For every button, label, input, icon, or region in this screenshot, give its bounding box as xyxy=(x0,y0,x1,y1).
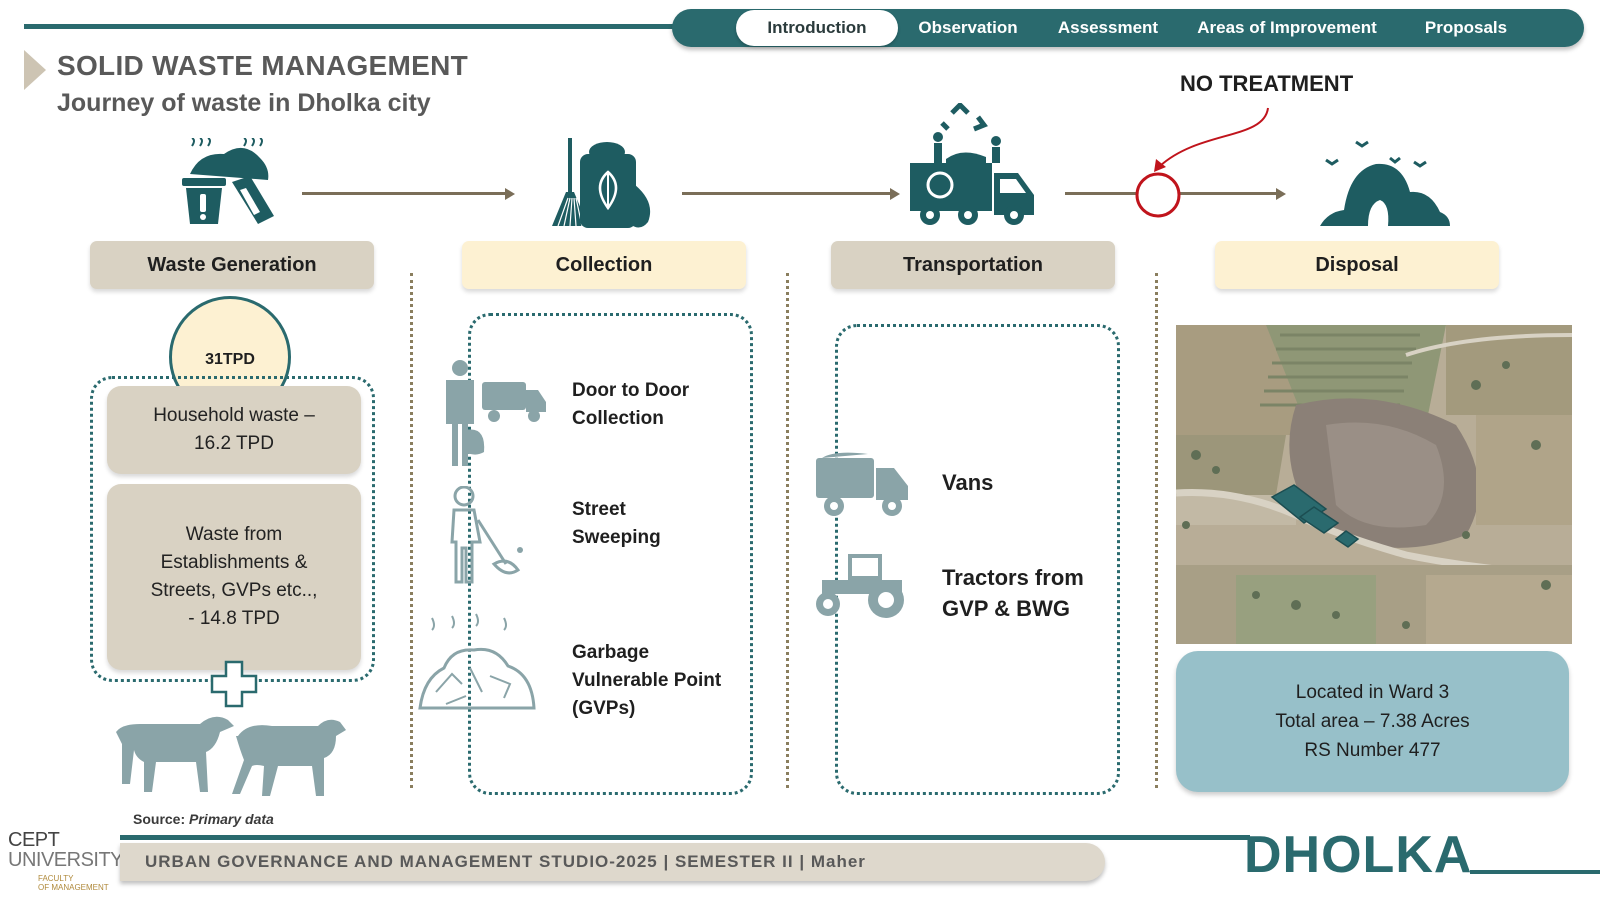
establishment-waste-line-1: Waste from xyxy=(185,524,283,545)
household-waste-value: 16.2 TPD xyxy=(194,433,274,454)
establishment-waste-line-2: Establishments & xyxy=(160,552,308,573)
landfill-birds-icon xyxy=(1320,140,1450,226)
section-nav: Introduction Observation Assessment Area… xyxy=(672,9,1584,47)
stage-waste-generation: Waste Generation xyxy=(90,241,374,289)
landfill-site-aerial-image xyxy=(1176,325,1572,644)
total-waste-value: 31TPD xyxy=(205,351,255,368)
source-value: Primary data xyxy=(189,811,274,827)
column-divider-1 xyxy=(410,273,413,788)
disposal-rs-number: RS Number 477 xyxy=(1304,740,1441,761)
stage-transportation: Transportation xyxy=(831,241,1115,289)
tab-observation[interactable]: Observation xyxy=(918,18,1018,37)
footer-studio-banner: URBAN GOVERNANCE AND MANAGEMENT STUDIO-2… xyxy=(120,843,1105,881)
no-treatment-label: NO TREATMENT xyxy=(1180,71,1354,96)
disposal-ward: Located in Ward 3 xyxy=(1295,682,1450,703)
vans-label: Vans xyxy=(942,470,994,495)
cept-university-logo: CEPT UNIVERSITY FACULTY OF MANAGEMENT xyxy=(8,829,124,892)
tractors-label: Tractors from GVP & BWG xyxy=(942,565,1084,621)
footer-right-line xyxy=(1470,870,1600,874)
tractor-icon xyxy=(816,554,904,618)
stage-collection: Collection xyxy=(462,241,746,289)
arrow-collection-to-transportation xyxy=(682,188,900,200)
establishment-waste-value: - 14.8 TPD xyxy=(188,608,280,629)
establishment-waste-card: Waste from Establishments & Streets, GVP… xyxy=(107,484,361,670)
collection-box xyxy=(468,313,753,795)
source-label: Source: xyxy=(133,811,186,827)
van-icon xyxy=(816,452,908,516)
page-subtitle: Journey of waste in Dholka city xyxy=(57,89,431,117)
source-note: Source: Primary data xyxy=(133,811,274,827)
establishment-waste-line-3: Streets, GVPs etc.., xyxy=(150,580,318,601)
cattle-icon xyxy=(116,716,346,796)
transportation-box xyxy=(835,324,1120,795)
arrow-generation-to-collection xyxy=(302,188,515,200)
stage-disposal: Disposal xyxy=(1215,241,1499,289)
waste-bin-icon xyxy=(182,138,274,224)
collection-broom-bag-icon xyxy=(552,138,651,228)
plus-icon xyxy=(210,660,258,708)
top-divider-line xyxy=(24,24,684,29)
tab-introduction[interactable]: Introduction xyxy=(736,10,898,46)
title-arrow-icon xyxy=(24,50,46,90)
city-name: DHOLKA xyxy=(1244,826,1473,884)
no-treatment-pointer-icon xyxy=(1154,107,1269,172)
disposal-info-box: Located in Ward 3 Total area – 7.38 Acre… xyxy=(1176,651,1569,792)
household-waste-card: Household waste – 16.2 TPD xyxy=(107,386,361,474)
no-treatment-circle-marker xyxy=(1135,172,1181,218)
gvp-label: Garbage Vulnerable Point (GVPs) xyxy=(572,642,722,719)
door-to-door-worker-icon xyxy=(446,360,546,466)
street-sweeping-icon xyxy=(450,486,523,584)
disposal-area: Total area – 7.38 Acres xyxy=(1275,711,1470,732)
page-title: SOLID WASTE MANAGEMENT xyxy=(57,50,469,81)
garbage-truck-icon xyxy=(910,103,1034,225)
household-waste-label: Household waste – xyxy=(153,405,315,426)
tab-proposals[interactable]: Proposals xyxy=(1424,18,1508,37)
tab-assessment[interactable]: Assessment xyxy=(1057,18,1159,37)
garbage-pile-icon xyxy=(418,613,536,710)
column-divider-3 xyxy=(1155,273,1158,788)
street-sweeping-label: Street Sweeping xyxy=(572,499,661,548)
door-to-door-label: Door to Door Collection xyxy=(572,380,690,429)
column-divider-2 xyxy=(786,273,789,788)
tab-areas-of-improvement[interactable]: Areas of Improvement xyxy=(1197,18,1377,37)
footer-divider-line xyxy=(120,835,1250,840)
